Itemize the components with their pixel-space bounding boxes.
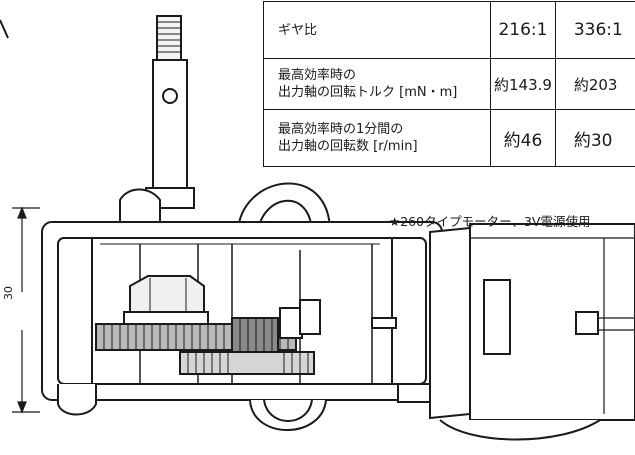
table-row: 最高効率時の1分間の 出力軸の回転数 [r/min] 約46 約30 <box>262 109 635 167</box>
torque-216: 約143.9 <box>490 58 556 110</box>
row-label: 最高効率時の 出力軸の回転トルク [mN・m] <box>262 58 492 110</box>
gear-ratio-216: 216:1 <box>490 1 556 59</box>
shaft-hole <box>162 88 178 104</box>
housing-window <box>91 237 393 385</box>
torque-336: 約203 <box>554 58 635 110</box>
motor-note: ★260タイプモーター、3V電源使用 <box>389 214 591 229</box>
gear-ratio-336: 336:1 <box>554 1 635 59</box>
hex-nut <box>123 275 209 325</box>
lower-gear <box>179 351 315 375</box>
table-row: ギヤ比 216:1 336:1 <box>262 1 635 59</box>
motor <box>429 223 635 441</box>
gear-spec-table: ギヤ比 216:1 336:1 最高効率時の 出力軸の回転トルク [mN・m] … <box>262 1 635 167</box>
dimension-line <box>12 206 40 414</box>
corner-mark <box>0 19 9 39</box>
table-row: 最高効率時の 出力軸の回転トルク [mN・m] 約143.9 約203 <box>262 58 635 110</box>
dimension-label: 30 <box>2 286 15 300</box>
rpm-216: 約46 <box>490 109 556 167</box>
rpm-336: 約30 <box>554 109 635 167</box>
output-shaft <box>145 15 195 209</box>
row-label: 最高効率時の1分間の 出力軸の回転数 [r/min] <box>262 109 492 167</box>
motor-shaft <box>371 317 397 329</box>
row-label: ギヤ比 <box>262 1 492 59</box>
foot-left <box>57 384 97 416</box>
foot-center <box>249 399 327 431</box>
